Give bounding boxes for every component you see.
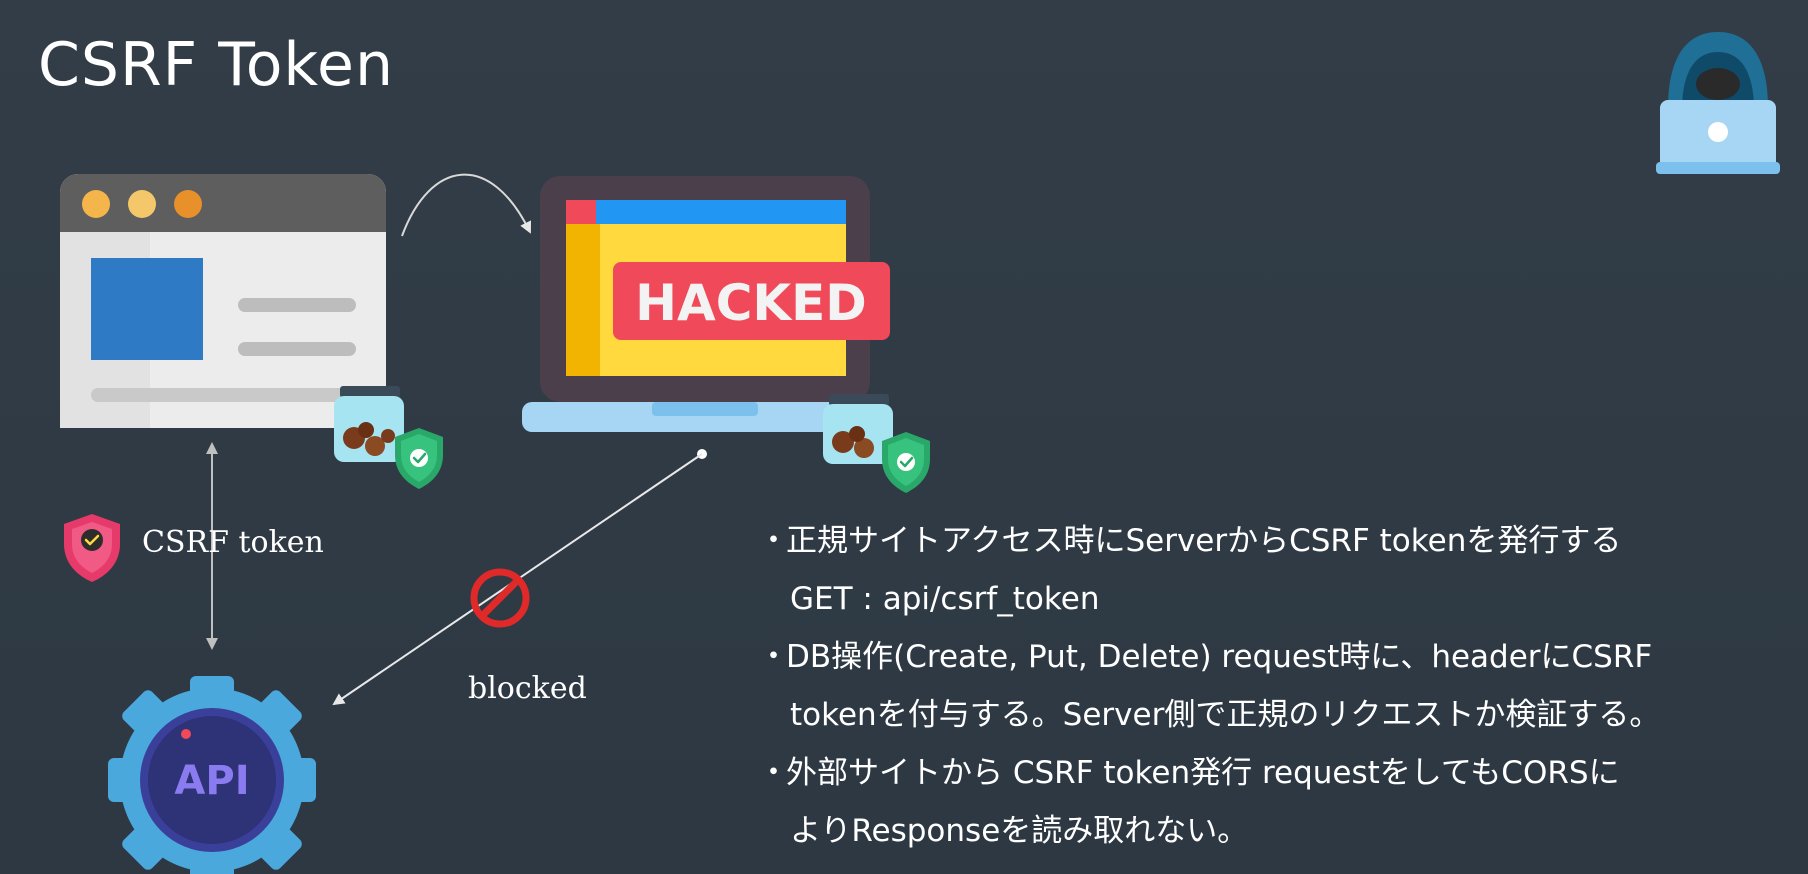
bullet-dot: ・ [758, 755, 789, 791]
hacker-icon [1656, 32, 1780, 174]
bullet-line: 正規サイトアクセス時にServerからCSRF tokenを発行する [786, 523, 1622, 559]
bullet-line: tokenを付与する。Server側で正規のリクエストか検証する。 [790, 697, 1661, 733]
hacked-label: HACKED [635, 274, 867, 332]
cookie-jar-icon [334, 386, 404, 462]
bullet-item: ・ DB操作(Create, Put, Delete) request時に、he… [758, 628, 1798, 744]
bullet-line: DB操作(Create, Put, Delete) request時に、head… [786, 639, 1653, 675]
cookie-jar-icon [823, 394, 893, 464]
csrf-token-label: CSRF token [142, 525, 324, 560]
bullet-line: よりResponseを読み取れない。 [790, 813, 1249, 849]
prohibited-icon [470, 568, 530, 628]
redirect-arrow [401, 173, 532, 237]
bullet-line: 外部サイトから CSRF token発行 requestをしてもCORSに [786, 755, 1620, 791]
browser-window-icon [60, 174, 386, 428]
bullet-line: GET : api/csrf_token [790, 581, 1100, 617]
hacked-laptop-icon: HACKED [522, 176, 890, 432]
slide-title: CSRF Token [38, 30, 394, 100]
api-gear-icon: API [108, 676, 316, 874]
bullet-dot: ・ [758, 639, 789, 675]
bullet-item: ・ 正規サイトアクセス時にServerからCSRF tokenを発行する GET… [758, 512, 1798, 628]
shield-check-icon [882, 432, 930, 493]
api-label: API [174, 758, 249, 804]
blocked-label: blocked [468, 671, 587, 706]
bullet-item: ・ 外部サイトから CSRF token発行 requestをしてもCORSに … [758, 744, 1798, 860]
bullet-list: ・ 正規サイトアクセス時にServerからCSRF tokenを発行する GET… [758, 512, 1798, 860]
shield-check-icon [395, 428, 443, 489]
csrf-badge-icon [64, 514, 120, 582]
bullet-dot: ・ [758, 523, 789, 559]
